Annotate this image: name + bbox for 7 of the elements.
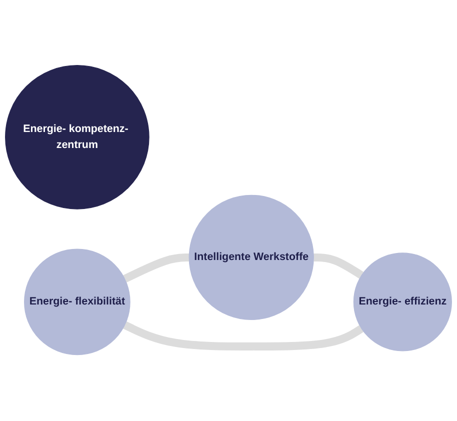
- connector: [123, 254, 190, 283]
- node-circle: Intelligente Werkstoffe: [188, 195, 314, 320]
- node-circle: Energie- effizienz: [353, 253, 452, 352]
- connector: [123, 322, 364, 351]
- node-circle: Energie- flexibilität: [24, 249, 130, 356]
- node-circle: Energie- kompetenz- zentrum: [5, 65, 150, 210]
- connector: [312, 254, 364, 280]
